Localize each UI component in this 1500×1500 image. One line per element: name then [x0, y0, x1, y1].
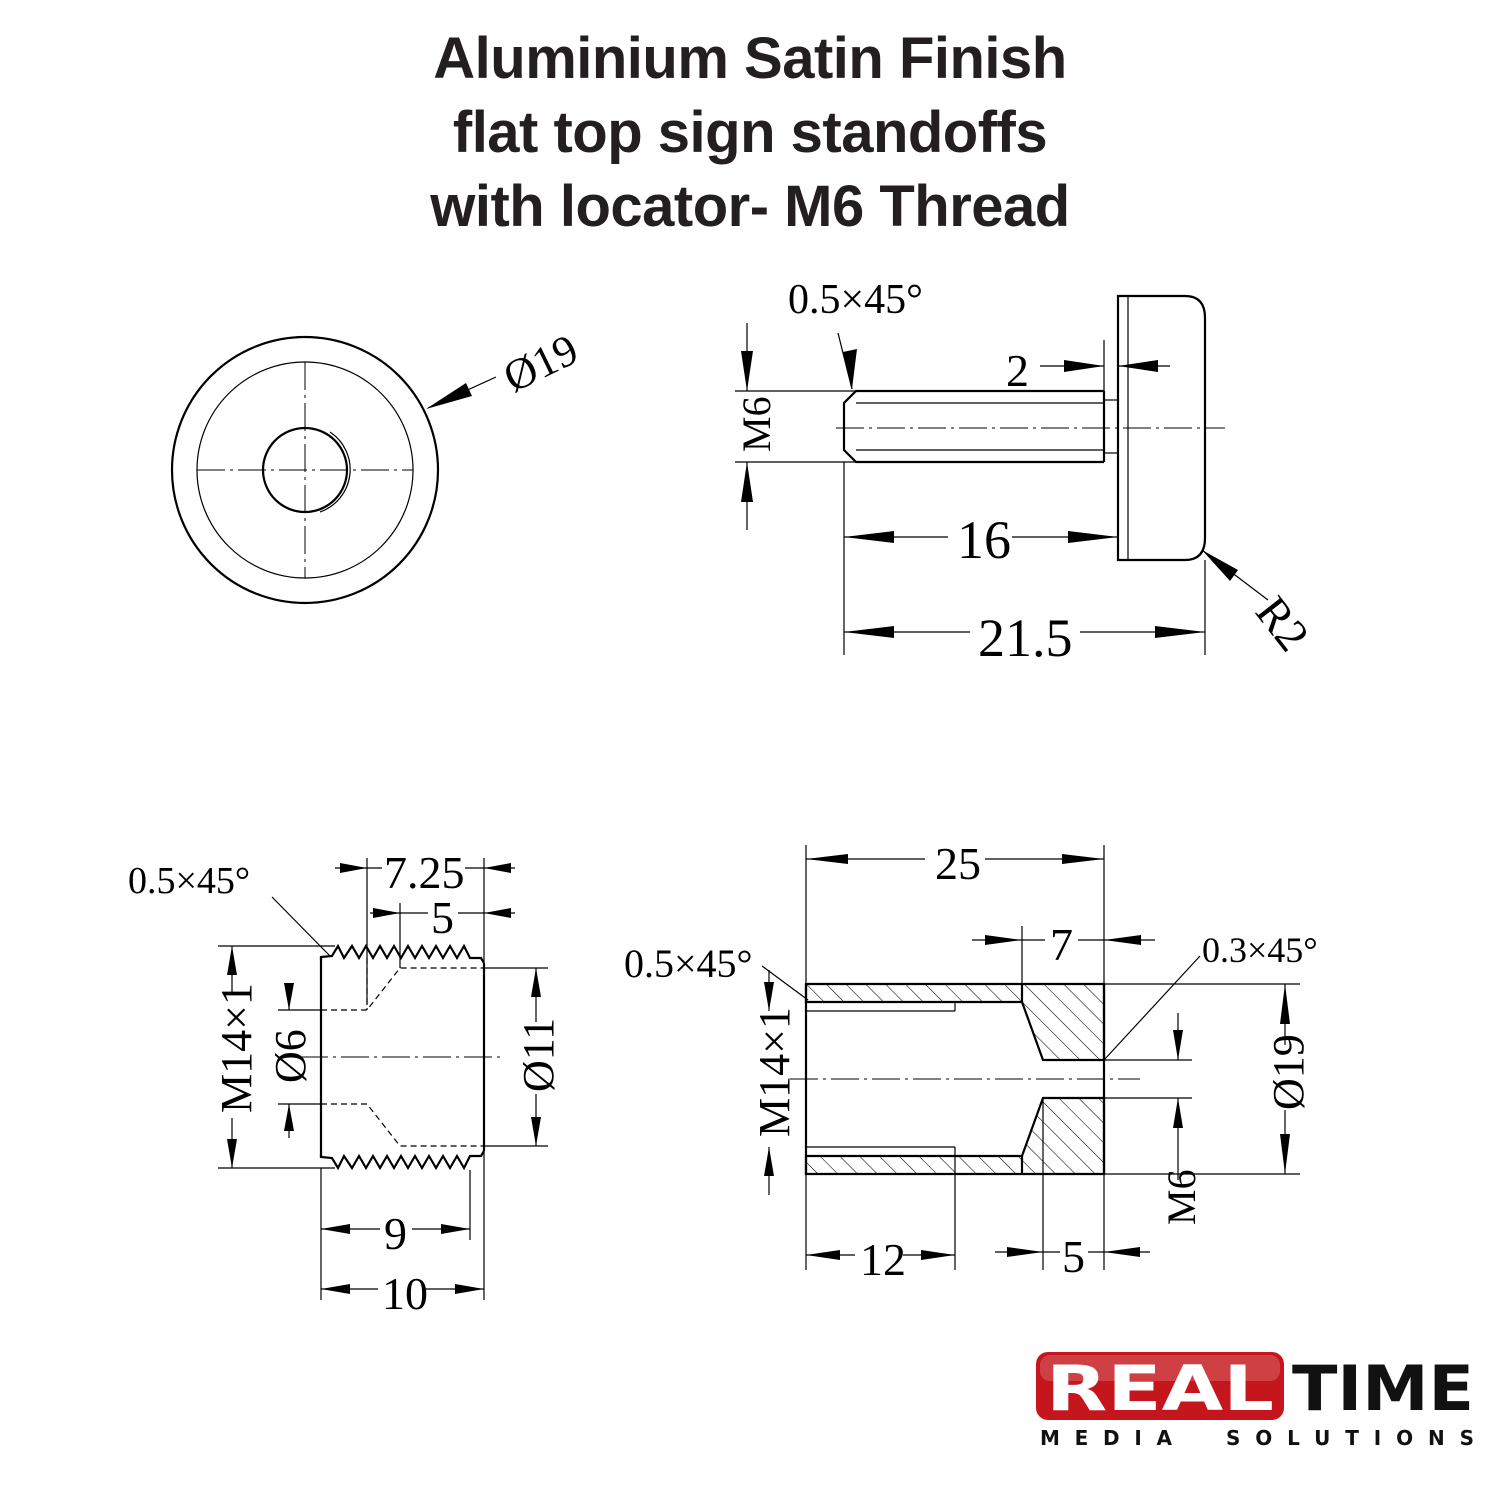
page-title: Aluminium Satin Finish flat top sign sta… [0, 22, 1500, 244]
bore-shadow-arc [319, 431, 351, 513]
thread-profile-top [319, 943, 485, 964]
barrel-diameter-label: Ø19 [1264, 1034, 1313, 1110]
barrel-chamfer-right-label: 0.3×45° [1202, 930, 1318, 970]
b5-arrow-r [1104, 1247, 1140, 1257]
w2-arrow-l [373, 908, 400, 918]
chamfer-arrow [843, 349, 857, 389]
logo-word-real: REAL [1046, 1352, 1274, 1425]
l9-arrow-r [441, 1224, 470, 1234]
b19-arrow-bottom [1280, 1134, 1290, 1174]
logo-sub-solutions: SOLUTIONS [1226, 1426, 1474, 1450]
bm6-arrow-top [1173, 1030, 1183, 1060]
m6-arrow-bottom [741, 462, 753, 502]
l9-arrow-l [321, 1224, 350, 1234]
bore-arrow-top [284, 983, 294, 1010]
b12-arrow-l [806, 1250, 840, 1260]
barrel-view: 25 7 0.5×45° 0.3×45° M14×1 Ø19 [624, 838, 1318, 1285]
barrel-len-a-label: 12 [860, 1234, 906, 1285]
b12-arrow-r [921, 1250, 955, 1260]
logo-word-time: TIME [1292, 1352, 1474, 1425]
logo-red-panel [1036, 1352, 1284, 1420]
front-diameter-label: Ø19 [496, 325, 586, 402]
barrel-thread-label: M14×1 [750, 1007, 799, 1137]
shaft-arrow-right [1068, 531, 1118, 543]
side-gap-label: 2 [1006, 345, 1029, 396]
side-overall-length-label: 21.5 [978, 608, 1073, 668]
barrel-depth-label: 7 [1050, 919, 1073, 970]
b7-arrow-r [1104, 935, 1141, 945]
locator-chamfer-label: 0.5×45° [128, 860, 250, 902]
m14-arrow-top [227, 946, 237, 975]
b25-arrow-r [1062, 854, 1104, 864]
hidden-bore-top [321, 967, 484, 1011]
l10-arrow-r [455, 1284, 484, 1294]
d11-arrow-top [531, 968, 541, 997]
locator-width-a-label: 7.25 [384, 847, 465, 898]
thread-profile-bottom [319, 1150, 485, 1171]
outer-circle [170, 335, 440, 605]
side-radius-label: R2 [1246, 587, 1319, 661]
locator-diameter-label: Ø11 [514, 1018, 563, 1092]
barrel-chamfer-left-label: 0.5×45° [624, 941, 753, 986]
d11-arrow-bottom [531, 1117, 541, 1146]
barrel-len-b-label: 5 [1062, 1231, 1085, 1282]
realtime-logo: REAL TIME MEDIA SOLUTIONS [1036, 1352, 1474, 1450]
locator-chamfer-leader [271, 896, 331, 957]
bore-arrow-bottom [284, 1104, 294, 1131]
bolt-head [1116, 294, 1207, 562]
chamfer-leader [837, 332, 853, 390]
b25-arrow-l [806, 854, 848, 864]
title-line-3: with locator- M6 Thread [430, 174, 1070, 239]
barrel-wall-top [804, 982, 1106, 1062]
w1-arrow-r [484, 863, 511, 873]
w2-arrow-r [484, 908, 511, 918]
locator-bore-label: Ø6 [266, 1029, 315, 1083]
logo-red-highlight [1040, 1355, 1280, 1381]
diameter-arrow [426, 383, 472, 409]
gap-arrow-right [1118, 360, 1158, 372]
bm14-arrow-bottom [764, 1147, 774, 1176]
hidden-bore-bottom [321, 1103, 484, 1147]
barrel-chamfer-left-leader [761, 965, 809, 1001]
overall-arrow-left [844, 626, 894, 638]
gap-arrow-left [1064, 360, 1104, 372]
l10-arrow-l [321, 1284, 350, 1294]
locator-width-b-label: 5 [431, 892, 454, 943]
bm6-arrow-bottom [1173, 1098, 1183, 1128]
side-chamfer-label: 0.5×45° [788, 277, 923, 323]
bm14-arrow-top [764, 982, 774, 1011]
shaft-arrow-left [844, 531, 894, 543]
bolt-shaft [842, 389, 1104, 464]
barrel-chamfer-right-leader [1103, 955, 1201, 1061]
overall-arrow-right [1155, 626, 1205, 638]
barrel-inner-thread-label: M6 [1159, 1169, 1204, 1225]
locator-thread-label: M14×1 [212, 983, 261, 1113]
locator-len-a-label: 9 [384, 1208, 407, 1259]
side-thread-label: M6 [734, 396, 779, 452]
logo-sub-media: MEDIA [1040, 1426, 1173, 1450]
b19-arrow-top [1280, 984, 1290, 1024]
title-line-2: flat top sign standoffs [452, 100, 1048, 165]
front-view: Ø19 [170, 325, 586, 605]
w1-arrow-l [340, 863, 367, 873]
barrel-length-label: 25 [935, 838, 981, 889]
m14-arrow-bottom [227, 1139, 237, 1168]
m6-arrow-top [741, 351, 753, 391]
b5-arrow-l [1007, 1247, 1043, 1257]
side-view: 0.5×45° M6 2 16 21.5 [734, 277, 1319, 668]
b7-arrow-l [985, 935, 1022, 945]
side-shaft-length-label: 16 [957, 510, 1011, 570]
radius-arrow [1202, 550, 1238, 581]
title-line-1: Aluminium Satin Finish [433, 26, 1067, 91]
locator-len-b-label: 10 [382, 1268, 428, 1319]
locator-view: 0.5×45° 7.25 5 M14×1 Ø6 [128, 847, 563, 1319]
